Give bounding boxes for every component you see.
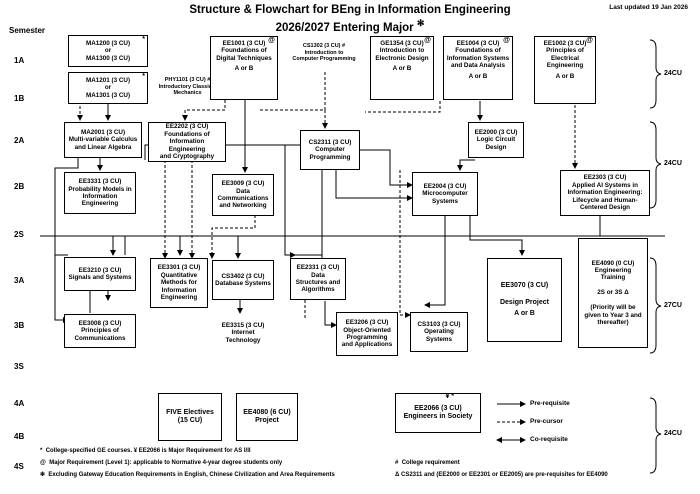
course-mark: @ <box>503 37 510 44</box>
course-ee3301[interactable]: EE3301 (3 CU) Quantitative Methods for I… <box>150 258 208 308</box>
course-mark: @ <box>586 37 593 44</box>
course-cs3402[interactable]: CS3402 (3 CU) Database Systems <box>212 260 274 300</box>
course-ee2331[interactable]: EE2331 (3 CU) Data Structures and Algori… <box>290 258 346 300</box>
semester-2b: 2B <box>14 182 25 191</box>
course-mark: ¥ * <box>445 393 454 400</box>
semester-1b: 1B <box>14 94 25 103</box>
semester-3s: 3S <box>14 362 24 371</box>
course-ee3331[interactable]: EE3331 (3 CU) Probability Models in Info… <box>64 172 136 214</box>
footnote-ge: * College-specified GE courses. ¥ EE2066… <box>40 448 251 454</box>
course-ee2000[interactable]: EE2000 (3 CU) Logic Circuit Design <box>468 122 524 158</box>
course-ee4080[interactable]: EE4080 (6 CU) Project <box>236 393 298 441</box>
legend-prerequisite: Pre-requisite <box>530 400 570 407</box>
course-ee1004[interactable]: EE1004 (3 CU) Foundations of Information… <box>443 36 513 100</box>
course-cs1302[interactable]: CS1302 (3 CU) # Introduction to Computer… <box>292 43 356 63</box>
semester-4a: 4A <box>14 399 25 408</box>
course-mark: @ <box>268 37 275 44</box>
course-ee4090[interactable]: EE4090 (0 CU) Engineering Training 2S or… <box>578 238 648 348</box>
course-ee2066[interactable]: EE2066 (3 CU) Engineers in Society ¥ * <box>395 393 481 433</box>
course-ee1001[interactable]: EE1001 (3 CU) Foundations of Digital Tec… <box>210 36 278 100</box>
course-ee3210[interactable]: EE3210 (3 CU) Signals and Systems <box>64 257 136 291</box>
course-ee3206[interactable]: EE3206 (3 CU) Object-Oriented Programmin… <box>336 312 398 356</box>
title-line-2: 2026/2027 Entering Major ✻ <box>275 18 425 34</box>
course-ge1354[interactable]: GE1354 (3 CU) Introduction to Electronic… <box>370 36 434 100</box>
course-ma2001[interactable]: MA2001 (3 CU) Multi-variable Calculus an… <box>64 122 142 158</box>
footnote-ee4090: Δ CS2311 and (EE2000 or EE2301 or EE2005… <box>395 472 608 478</box>
credits-year3: 27CU <box>664 302 682 309</box>
semester-1a: 1A <box>14 56 25 65</box>
legend-corequisite: Co-requisite <box>530 436 568 443</box>
course-ee3009[interactable]: EE3009 (3 CU) Data Communications and Ne… <box>212 174 274 216</box>
course-ma1200[interactable]: MA1200 (3 CU) or MA1300 (3 CU) * <box>68 35 148 67</box>
credits-year4: 24CU <box>664 430 682 437</box>
title-mark: ✻ <box>416 18 425 28</box>
credits-year2: 24CU <box>664 160 682 167</box>
semester-2s: 2S <box>14 230 24 239</box>
course-ee2004[interactable]: EE2004 (3 CU) Microcomputer Systems <box>412 172 478 216</box>
course-ee3315[interactable]: EE3315 (3 CU) Internet Technology <box>221 321 265 344</box>
footnote-college: # College requirement <box>395 460 460 466</box>
course-phy1101[interactable]: PHY1101 (3 CU) # Introductory Classical … <box>158 77 217 97</box>
semester-4b: 4B <box>14 432 25 441</box>
footnote-major-requirement: @ Major Requirement (Level 1): applicabl… <box>40 460 283 466</box>
ge-electives[interactable]: FIVE Electives (15 CU) <box>158 393 222 441</box>
legend-precursor: Pre-cursor <box>530 418 563 425</box>
course-ee3008[interactable]: EE3008 (3 CU) Principles of Communicatio… <box>64 314 136 348</box>
credits-year1: 24CU <box>664 70 682 77</box>
course-ee2202[interactable]: EE2202 (3 CU) Foundations of Information… <box>148 122 226 162</box>
semester-4s: 4S <box>14 462 24 471</box>
course-ee2303[interactable]: EE2303 (3 CU) Applied AI Systems in Info… <box>560 170 650 216</box>
semester-3a: 3A <box>14 276 25 285</box>
page-title: Structure & Flowchart for BEng in Inform… <box>150 4 550 35</box>
course-mark: * <box>142 36 145 43</box>
semester-heading: Semester <box>9 26 46 35</box>
course-mark: * <box>142 73 145 80</box>
footnote-gateway: ✻ Excluding Gateway Education Requiremen… <box>40 472 335 478</box>
last-updated: Last updated 19 Jan 2026 <box>609 4 688 11</box>
semester-3b: 3B <box>14 321 25 330</box>
course-ee1002[interactable]: EE1002 (3 CU) Principles of Electrical E… <box>534 36 596 104</box>
course-ma1201[interactable]: MA1201 (3 CU) or MA1301 (3 CU) * <box>68 72 148 104</box>
course-mark: @ <box>424 37 431 44</box>
course-cs3103[interactable]: CS3103 (3 CU) Operating Systems <box>410 312 468 352</box>
semester-2a: 2A <box>14 136 25 145</box>
course-ee3070[interactable]: EE3070 (3 CU) Design Project A or B <box>487 258 562 342</box>
course-cs2311[interactable]: CS2311 (3 CU) Computer Programming <box>300 130 360 170</box>
title-line-1: Structure & Flowchart for BEng in Inform… <box>189 4 511 16</box>
